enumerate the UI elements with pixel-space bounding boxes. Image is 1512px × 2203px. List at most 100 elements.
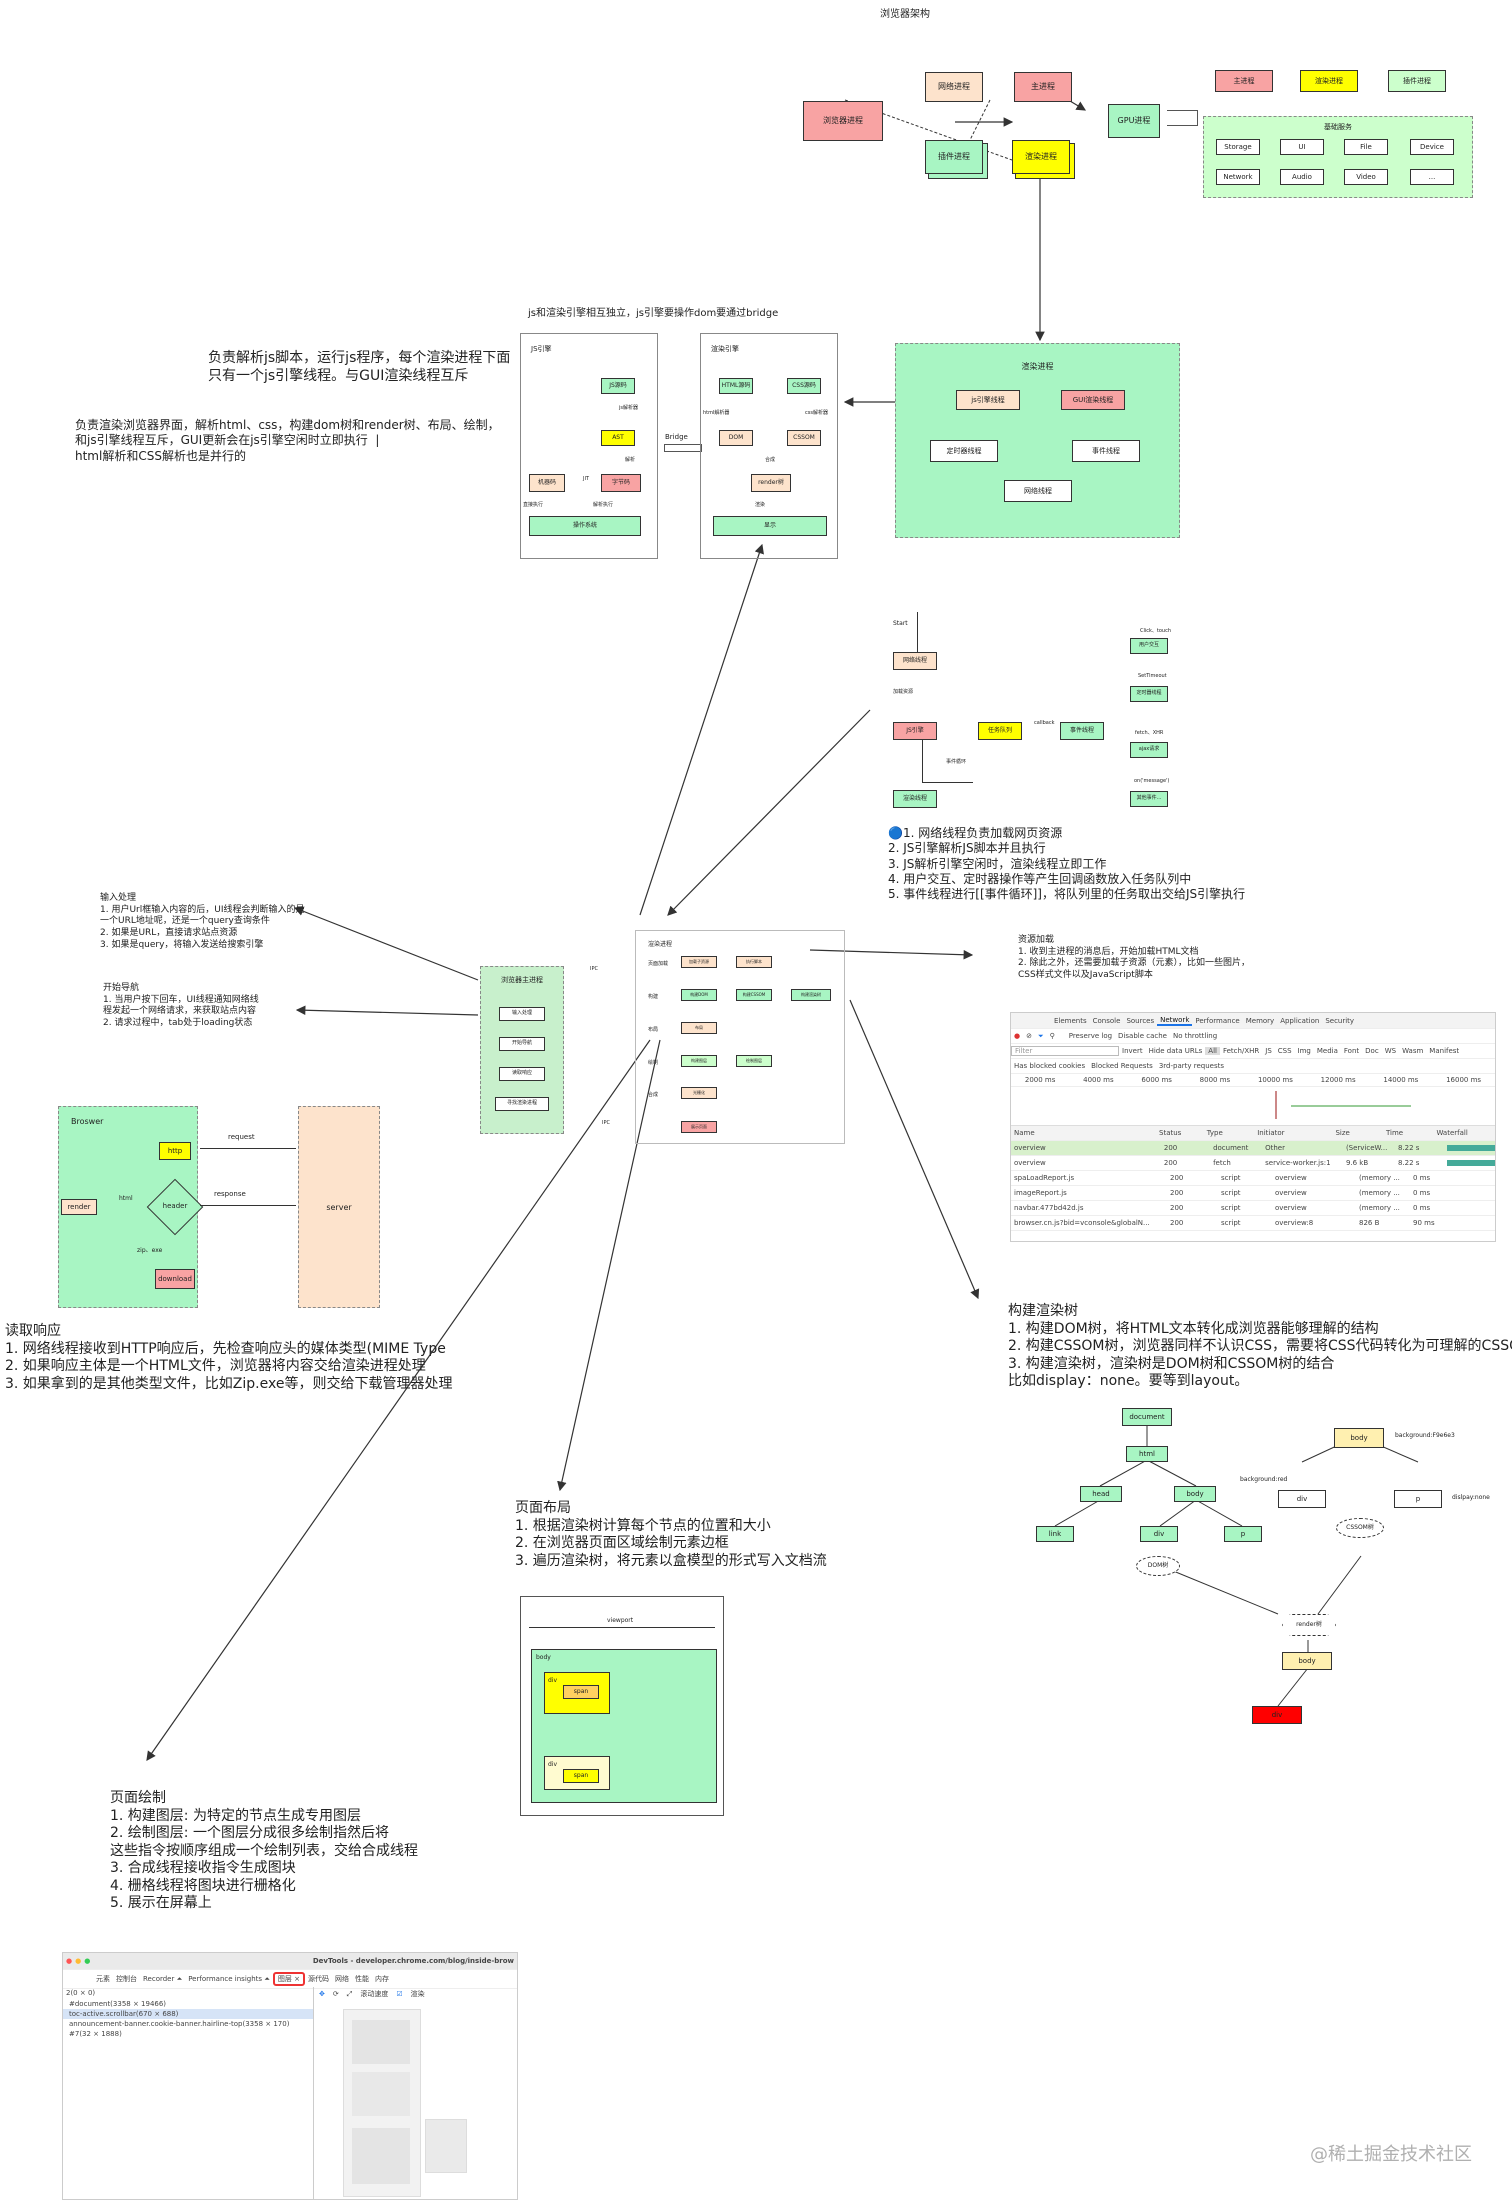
tab-elements[interactable]: Elements <box>1054 1016 1087 1025</box>
timeline-tick: 16000 ms <box>1446 1076 1482 1084</box>
filter-input[interactable]: Filter <box>1011 1046 1119 1056</box>
tab-perf-cn[interactable]: 性能 <box>354 1975 369 1983</box>
service-audio: Audio <box>1280 169 1324 185</box>
preserve-log-checkbox[interactable]: Preserve log <box>1068 1032 1113 1040</box>
tab-layers[interactable]: 图层 × <box>272 1972 305 1986</box>
filter-media[interactable]: Media <box>1316 1047 1338 1055</box>
devtools-checks-row: Has blocked cookies Blocked Requests 3rd… <box>1011 1059 1495 1074</box>
cell: imageReport.js <box>1014 1189 1067 1197</box>
pan-icon[interactable]: ✥ <box>319 1990 325 1998</box>
invert-checkbox[interactable]: Invert <box>1122 1047 1143 1055</box>
col-size[interactable]: Size <box>1335 1129 1350 1137</box>
css-p-style: dislpay:none <box>1452 1494 1490 1501</box>
tab-perf-insights[interactable]: Performance insights ⏶ <box>188 1974 270 1983</box>
tab-security[interactable]: Security <box>1325 1016 1355 1025</box>
event-queue-node: 任务队列 <box>978 722 1022 740</box>
filter-fetch[interactable]: Fetch/XHR <box>1222 1047 1260 1055</box>
row-label: 布局 <box>648 1027 659 1033</box>
tab-console-cn[interactable]: 控制台 <box>116 1975 137 1983</box>
timeline-overview[interactable] <box>1011 1087 1495 1126</box>
tab-elements-cn[interactable]: 元素 <box>96 1975 110 1983</box>
filter-manifest[interactable]: Manifest <box>1429 1047 1460 1055</box>
pipe-node-cssom: 构建CSSOM <box>736 989 772 1001</box>
event-loop-arrow <box>922 740 973 783</box>
tab-network[interactable]: Network <box>1157 1016 1193 1026</box>
ast-node: AST <box>601 430 635 446</box>
col-type[interactable]: Type <box>1206 1129 1223 1137</box>
tree-item[interactable]: announcement-banner.cookie-banner.hairli… <box>69 2020 290 2028</box>
event-render-node: 渲染线程 <box>893 790 937 808</box>
col-status[interactable]: Status <box>1159 1129 1182 1137</box>
row-label: 页面加载 <box>648 961 669 967</box>
event-loop-notes: 🔵1. 网络线程负责加载网页资源 2. JS引擎解析JS脚本并且执行 3. JS… <box>888 826 1246 902</box>
filter-img[interactable]: Img <box>1297 1047 1311 1055</box>
table-row[interactable]: overview 200 document Other (ServiceW...… <box>1011 1141 1495 1156</box>
layers-3d-view[interactable] <box>343 2009 421 2197</box>
tab-console[interactable]: Console <box>1092 1016 1121 1025</box>
service-network: Network <box>1216 169 1260 185</box>
paint-toggle[interactable]: 渲染 <box>410 1990 425 1998</box>
tab-performance[interactable]: Performance <box>1195 1016 1240 1025</box>
event-load-label: 加载资源 <box>893 689 914 695</box>
cell: browser.cn.js?bid=vconsole&globalN... <box>1014 1219 1150 1227</box>
col-initiator[interactable]: Initiator <box>1257 1129 1285 1137</box>
devtools-toolbar: ● ⊘ ⏷ ⚲ Preserve log Disable cache No th… <box>1011 1029 1495 1044</box>
disable-cache-checkbox[interactable]: Disable cache <box>1118 1032 1167 1040</box>
col-name[interactable]: Name <box>1014 1129 1035 1137</box>
table-row[interactable]: overview 200 fetch service-worker.js:1 9… <box>1011 1156 1495 1171</box>
tab-memory[interactable]: Memory <box>1245 1016 1275 1025</box>
response-label: response <box>214 1190 246 1198</box>
col-time[interactable]: Time <box>1385 1129 1404 1137</box>
cell: 200 <box>1170 1204 1184 1212</box>
throttling-select[interactable]: No throttling <box>1172 1032 1218 1040</box>
window-close-icon[interactable]: ● <box>66 1957 73 1965</box>
clear-icon[interactable]: ⊘ <box>1026 1032 1032 1040</box>
tree-item[interactable]: toc-active.scrollbar(670 × 688) <box>63 2009 313 2019</box>
dom-document-node: document <box>1122 1408 1172 1426</box>
table-row[interactable]: navbar.477bd42d.js 200 script overview (… <box>1011 1201 1495 1216</box>
tab-network-cn[interactable]: 网络 <box>334 1975 349 1983</box>
tree-item[interactable]: #document(3358 × 19466) <box>69 2000 167 2008</box>
rotate-icon[interactable]: ⟳ <box>332 1990 339 1998</box>
window-min-icon[interactable]: ● <box>75 1957 82 1965</box>
filter-icon[interactable]: ⏷ <box>1037 1031 1044 1040</box>
tab-sources[interactable]: Sources <box>1126 1016 1155 1025</box>
server-label: server <box>326 1203 352 1212</box>
cell: 200 <box>1170 1219 1184 1227</box>
col-waterfall[interactable]: Waterfall <box>1436 1129 1468 1137</box>
tree-item[interactable]: #7(32 × 1888) <box>69 2030 122 2038</box>
scroll-rate-toggle[interactable]: 滚动速度 <box>360 1990 389 1998</box>
filter-wasm[interactable]: Wasm <box>1402 1047 1424 1055</box>
cell: script <box>1221 1189 1241 1197</box>
table-row[interactable]: imageReport.js 200 script overview (memo… <box>1011 1186 1495 1201</box>
tab-sources-cn[interactable]: 源代码 <box>307 1975 329 1983</box>
devtools-titlebar: ● ● ● DevTools - developer.chrome.com/bl… <box>63 1953 517 1970</box>
table-row[interactable]: browser.cn.js?bid=vconsole&globalN... 20… <box>1011 1216 1495 1231</box>
tab-application[interactable]: Application <box>1280 1016 1320 1025</box>
filter-all[interactable]: All <box>1205 1047 1220 1055</box>
timer-node: 定时器线程 <box>1130 686 1168 702</box>
css-body-node: body <box>1334 1428 1384 1448</box>
tree-size-hint: 2(0 × 0) <box>66 1989 96 1997</box>
blocked-requests-checkbox[interactable]: Blocked Requests <box>1091 1062 1153 1070</box>
filter-doc[interactable]: Doc <box>1365 1047 1379 1055</box>
filter-ws[interactable]: WS <box>1384 1047 1397 1055</box>
viewport-label: viewport <box>607 1617 634 1624</box>
blocked-cookies-checkbox[interactable]: Has blocked cookies <box>1014 1062 1086 1070</box>
table-row[interactable]: spaLoadReport.js 200 script overview (me… <box>1011 1171 1495 1186</box>
window-max-icon[interactable]: ● <box>84 1957 91 1965</box>
filter-js[interactable]: JS <box>1265 1047 1272 1055</box>
reset-icon[interactable]: ⤢ <box>346 1989 353 1998</box>
filter-css[interactable]: CSS <box>1277 1047 1292 1055</box>
third-party-checkbox[interactable]: 3rd-party requests <box>1158 1062 1225 1070</box>
filter-font[interactable]: Font <box>1343 1047 1360 1055</box>
input-note: 输入处理 1. 用户Url框输入内容的后，UI线程会判断输入的是 一个URL地址… <box>100 893 305 950</box>
search-icon[interactable]: ⚲ <box>1049 1032 1055 1040</box>
tab-memory-cn[interactable]: 内存 <box>374 1975 389 1983</box>
tab-recorder[interactable]: Recorder ⏶ <box>143 1974 183 1983</box>
gpu-process-node: GPU进程 <box>1108 104 1160 138</box>
record-icon[interactable]: ● <box>1014 1032 1021 1040</box>
hide-data-urls-checkbox[interactable]: Hide data URLs <box>1148 1047 1203 1055</box>
service-file: File <box>1344 139 1388 155</box>
paint-checkbox-icon[interactable]: ☑ <box>396 1990 403 1998</box>
